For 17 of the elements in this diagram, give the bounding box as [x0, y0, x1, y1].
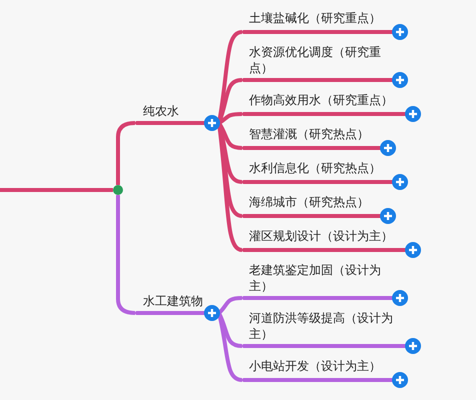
branch-label: 纯农水 — [143, 103, 180, 119]
branch-label: 海绵城市（研究热点） — [249, 194, 370, 210]
branch-label: 灌区规划设计（设计为主） — [249, 228, 394, 244]
branch-connector — [116, 195, 136, 315]
branch-connector — [116, 121, 136, 185]
junction-dot — [113, 185, 123, 195]
branch-label: 智慧灌溉（研究热点） — [249, 126, 370, 142]
branch-label: 老建筑鉴定加固（设计为主） — [249, 262, 382, 294]
branch-label: 河道防洪等级提高（设计为主） — [249, 310, 394, 342]
branch-connector — [218, 296, 242, 314]
branch-label: 水工建筑物 — [143, 293, 204, 309]
branch-label: 水资源优化调度（研究重点） — [249, 44, 382, 76]
branch-label: 土壤盐碱化（研究重点） — [249, 10, 382, 26]
branch-label: 水利信息化（研究热点） — [249, 160, 382, 176]
branch-label: 作物高效用水（研究重点） — [249, 92, 394, 108]
branch-label: 小电站开发（设计为主） — [249, 358, 382, 374]
branch-connector — [0, 188, 113, 192]
